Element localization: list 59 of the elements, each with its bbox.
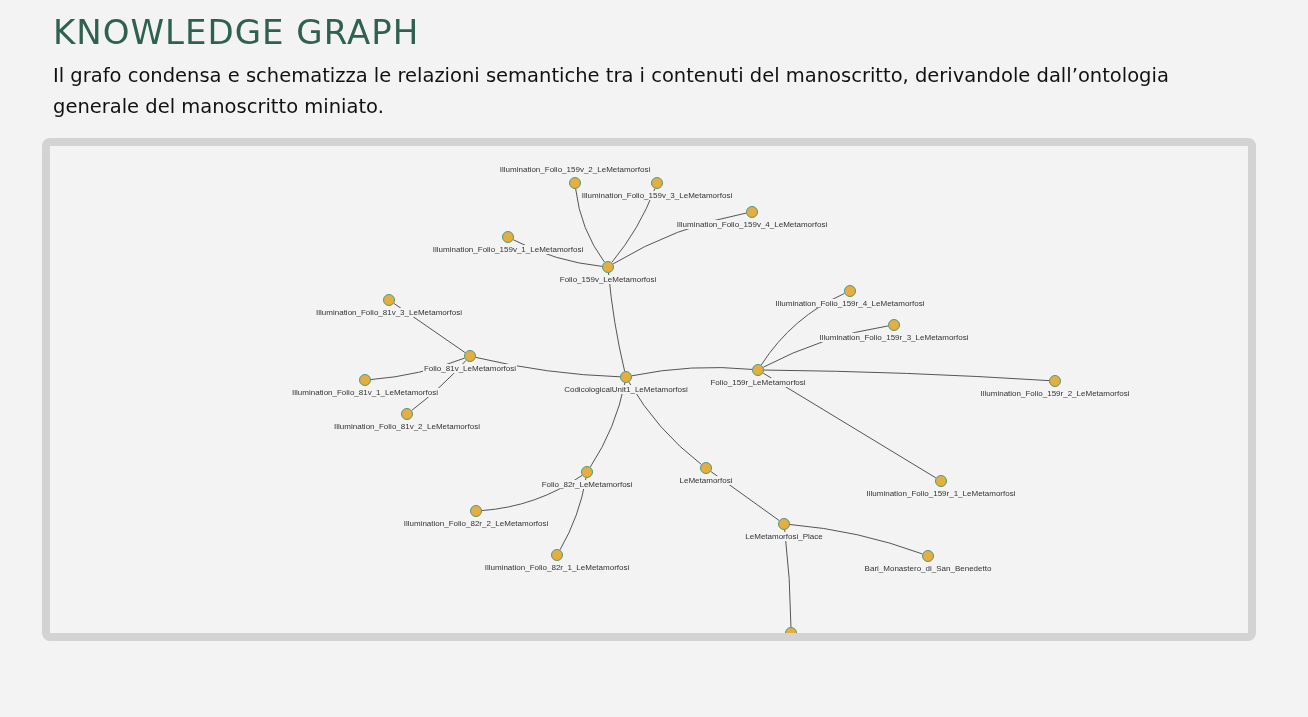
node-label: Folio_81v_LeMetamorfosi <box>423 364 517 373</box>
graph-node-circle <box>844 285 856 297</box>
graph-node-circle <box>569 177 581 189</box>
connector-line <box>575 188 605 263</box>
graph-node-circle <box>581 466 593 478</box>
graph-node-circle <box>700 462 712 474</box>
node-label: Folio_159r_LeMetamorfosi <box>709 378 807 387</box>
node-label: Illumination_Folio_159v_1_LeMetamorfosi <box>431 245 585 254</box>
graph-node-circle <box>602 261 614 273</box>
connector-line <box>608 272 626 372</box>
node-label: Illumination_Folio_82r_1_LeMetamorfosi <box>483 563 631 572</box>
node-label: Illumination_Folio_81v_3_LeMetamorfosi <box>315 308 463 317</box>
graph-node-circle <box>752 364 764 376</box>
node-label: Illumination_Folio_159r_4_LeMetamorfosi <box>774 299 926 308</box>
connector-line <box>760 292 845 366</box>
graph-node-circle <box>1049 375 1061 387</box>
connector-line <box>611 188 656 263</box>
description-text: Il grafo condensa e schematizza le relazioni semantiche tra i contenuti del manoscritto, derivandole dall’ontologia generale del manoscritto miniato. <box>53 63 1170 120</box>
connector-line <box>475 356 621 378</box>
node-label: LeMetamorfosi_Place <box>744 532 824 541</box>
node-label: LeMetamorfosi <box>678 476 734 485</box>
node-label: Illumination_Folio_81v_1_LeMetamorfosi <box>291 388 439 397</box>
connector-line <box>393 302 466 354</box>
graph-node-circle <box>935 475 947 487</box>
connector-line <box>763 369 1050 382</box>
connector-line <box>631 367 753 377</box>
connector-line <box>710 471 780 521</box>
graph-node-circle <box>922 550 934 562</box>
node-label: Illumination_Folio_159v_3_LeMetamorfosi <box>580 191 734 200</box>
graph-node-circle <box>401 408 413 420</box>
node-label: Illumination_Folio_81v_2_LeMetamorfosi <box>333 422 481 431</box>
graph-node-circle <box>888 319 900 331</box>
connector-line <box>789 524 923 555</box>
connector-line <box>762 372 937 479</box>
graph-node-circle <box>778 518 790 530</box>
node-label: Illumination_Folio_159r_1_LeMetamorfosi <box>865 489 1017 498</box>
graph-node-circle <box>383 294 395 306</box>
node-label: Illumination_Folio_159v_4_LeMetamorfosi <box>675 220 829 229</box>
connector-line <box>628 381 702 465</box>
node-label: Illumination_Folio_82r_2_LeMetamorfosi <box>402 519 550 528</box>
graph-node-circle <box>470 505 482 517</box>
node-label: Folio_159v_LeMetamorfosi <box>558 275 658 284</box>
node-label: CodicologicalUnit1_LeMetamorfosi <box>563 385 689 394</box>
graph-node-circle <box>502 231 514 243</box>
graph-node-circle <box>651 177 663 189</box>
node-label: Illumination_Folio_159v_2_LeMetamorfosi <box>498 165 652 174</box>
node-label: Bari_Monastero_di_San_Benedetto <box>863 564 993 573</box>
graph-node-circle <box>746 206 758 218</box>
graph-node-circle <box>551 549 563 561</box>
graph-node-circle <box>464 350 476 362</box>
node-label: Folio_82r_LeMetamorfosi <box>540 480 634 489</box>
node-label: Illumination_Folio_159r_2_LeMetamorfosi <box>979 389 1131 398</box>
node-label: Illumination_Folio_159r_3_LeMetamorfosi <box>818 333 970 342</box>
connector-line <box>589 382 626 468</box>
page-title: KNOWLEDGE GRAPH <box>53 12 420 52</box>
connector-line <box>559 477 587 551</box>
graph-node-circle <box>620 371 632 383</box>
graph-node-circle <box>359 374 371 386</box>
connector-line <box>784 529 792 628</box>
